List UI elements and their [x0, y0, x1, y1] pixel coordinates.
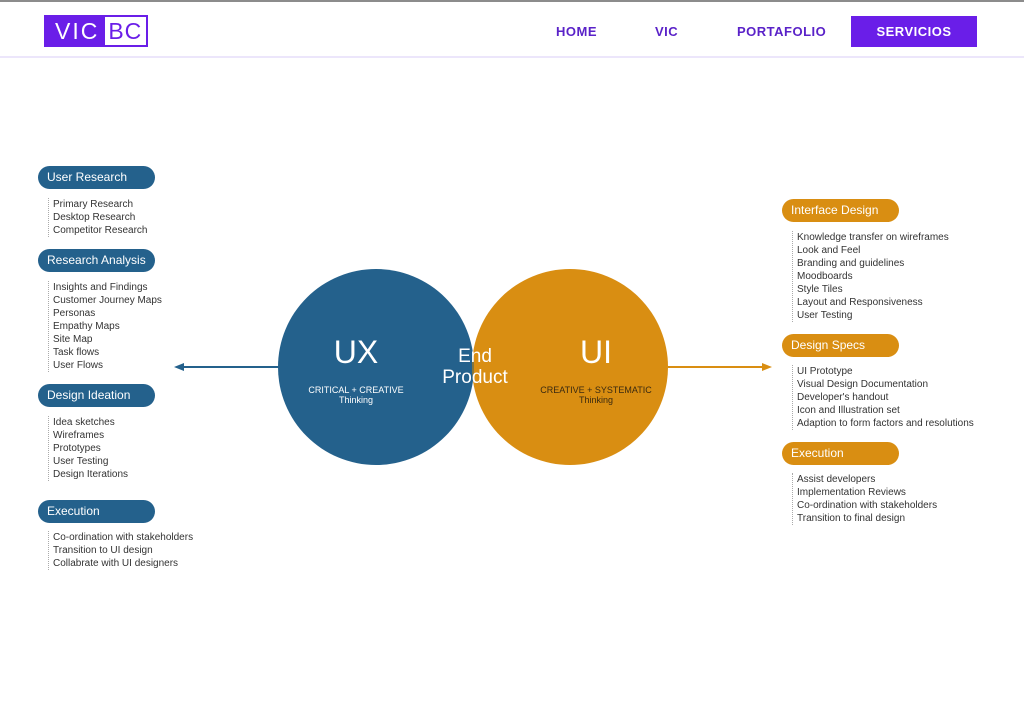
- list-item: UI Prototype: [797, 366, 853, 377]
- ui-section-execution: Execution: [782, 442, 899, 465]
- list-item: User Flows: [53, 360, 104, 371]
- list-item: Icon and Illustration set: [797, 405, 900, 416]
- end-product-line2: Product: [442, 367, 508, 388]
- site-header: VIC BC HOME VIC PORTAFOLIO SERVICIOS: [0, 2, 1024, 58]
- ui-section-design-specs: Design Specs: [782, 334, 899, 357]
- top-border: [0, 0, 1024, 2]
- list-item: Desktop Research: [53, 212, 136, 223]
- list-item: Visual Design Documentation: [797, 379, 929, 390]
- list-item: Personas: [53, 308, 96, 319]
- ux-section-user-research: User Research: [38, 166, 155, 189]
- end-product-line1: End: [458, 346, 492, 367]
- ux-list-user-research: Primary Research Desktop Research Compet…: [48, 198, 147, 237]
- list-item: Moodboards: [797, 271, 853, 282]
- ux-label: UX: [333, 334, 379, 370]
- list-item: Branding and guidelines: [797, 258, 905, 269]
- ux-section-research-analysis: Research Analysis: [38, 249, 155, 272]
- list-item: Co-ordination with stakeholders: [797, 500, 938, 511]
- logo-text-right: BC: [105, 17, 147, 45]
- ui-list-design-specs: UI Prototype Visual Design Documentation…: [792, 365, 974, 430]
- list-item: Assist developers: [797, 474, 876, 485]
- nav-home[interactable]: HOME: [556, 24, 597, 39]
- list-item: Insights and Findings: [53, 282, 148, 293]
- list-item: Wireframes: [53, 430, 105, 441]
- ux-subtitle: CRITICAL + CREATIVE Thinking: [291, 385, 421, 405]
- list-item: Idea sketches: [53, 417, 115, 428]
- list-item: Look and Feel: [797, 245, 861, 256]
- end-product-label: End Product: [428, 346, 522, 388]
- list-item: Collabrate with UI designers: [53, 558, 179, 569]
- nav-vic[interactable]: VIC: [655, 24, 679, 39]
- ui-section-interface-design: Interface Design: [782, 199, 899, 222]
- nav-portafolio[interactable]: PORTAFOLIO: [737, 24, 827, 39]
- ui-subtitle-line1: CREATIVE + SYSTEMATIC: [540, 385, 652, 395]
- list-item: Task flows: [53, 347, 100, 358]
- list-item: Adaption to form factors and resolutions: [797, 418, 974, 429]
- ui-label: UI: [580, 334, 612, 370]
- ux-arrow-head: [174, 363, 184, 371]
- ux-section-design-ideation: Design Ideation: [38, 384, 155, 407]
- ux-list-research-analysis: Insights and Findings Customer Journey M…: [48, 281, 162, 372]
- ux-subtitle-line1: CRITICAL + CREATIVE: [308, 385, 404, 395]
- ux-subtitle-line2: Thinking: [338, 395, 374, 405]
- ux-section-execution: Execution: [38, 500, 155, 523]
- list-item: Knowledge transfer on wireframes: [797, 232, 949, 243]
- list-item: Style Tiles: [797, 284, 843, 295]
- ux-circle: [278, 269, 474, 465]
- list-item: Transition to UI design: [53, 545, 153, 556]
- list-item: Developer's handout: [797, 392, 889, 403]
- list-item: Design Iterations: [53, 469, 129, 480]
- list-item: Implementation Reviews: [797, 487, 906, 498]
- ui-list-execution: Assist developers Implementation Reviews…: [792, 473, 937, 525]
- list-item: Primary Research: [53, 199, 134, 210]
- ui-circle: [472, 269, 668, 465]
- list-item: Customer Journey Maps: [53, 295, 162, 306]
- ux-list-design-ideation: Idea sketches Wireframes Prototypes User…: [48, 416, 128, 481]
- site-logo[interactable]: VIC BC: [44, 15, 149, 47]
- list-item: User Testing: [797, 310, 853, 321]
- list-item: Transition to final design: [797, 513, 906, 524]
- list-item: Empathy Maps: [53, 321, 120, 332]
- list-item: Prototypes: [53, 443, 101, 454]
- list-item: Co-ordination with stakeholders: [53, 532, 194, 543]
- ui-subtitle-line2: Thinking: [578, 395, 614, 405]
- ui-arrow-head: [762, 363, 772, 371]
- list-item: Layout and Responsiveness: [797, 297, 923, 308]
- list-item: Competitor Research: [53, 225, 148, 236]
- logo-text-left: VIC: [46, 17, 106, 45]
- list-item: User Testing: [53, 456, 109, 467]
- nav-servicios-button[interactable]: SERVICIOS: [851, 16, 977, 47]
- ui-subtitle: CREATIVE + SYSTEMATIC Thinking: [531, 385, 661, 405]
- ui-list-interface-design: Knowledge transfer on wireframes Look an…: [792, 231, 949, 322]
- ux-list-execution: Co-ordination with stakeholders Transiti…: [48, 531, 193, 570]
- list-item: Site Map: [53, 334, 93, 345]
